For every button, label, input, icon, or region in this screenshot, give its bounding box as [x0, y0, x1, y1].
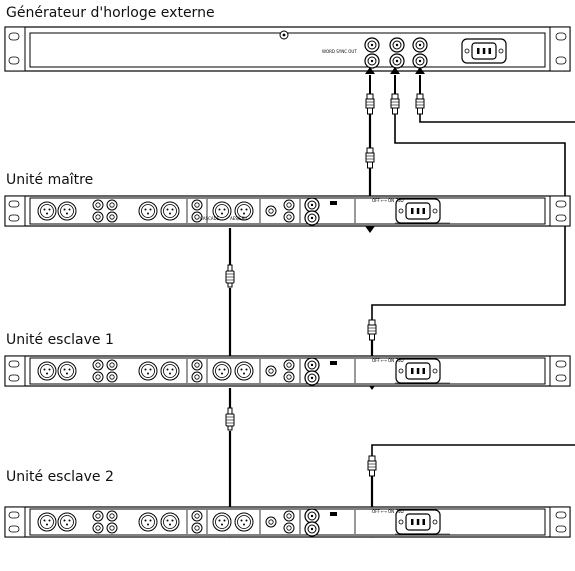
- master-unit-device: [5, 196, 570, 226]
- cable-connectors: [226, 94, 424, 476]
- slave-unit-2-device: [5, 507, 570, 537]
- master-termination-label: OFF ⟷ ON 75Ω: [372, 198, 404, 203]
- master-aes-label: AES/EBU: [230, 216, 247, 221]
- word-sync-out-label: WORD SYNC OUT: [322, 49, 357, 54]
- master-cascade-label: CASCADE: [200, 216, 220, 221]
- clock-generator-device: WORD SYNC OUT: [5, 27, 570, 71]
- slave1-termination-label: OFF ⟷ ON 75Ω: [372, 358, 404, 363]
- slave-unit-1-device: [5, 356, 570, 386]
- word-clock-cables: [225, 67, 575, 538]
- slave2-termination-label: OFF ⟷ ON 75Ω: [372, 509, 404, 514]
